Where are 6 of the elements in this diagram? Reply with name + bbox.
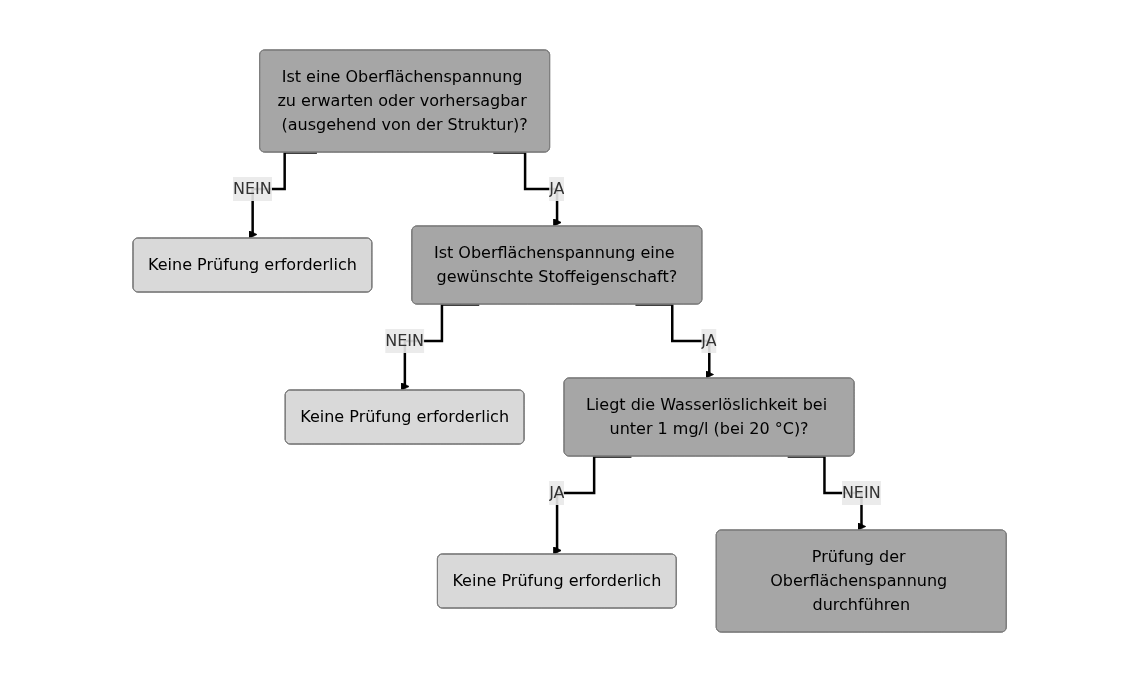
- edge-label: JA: [549, 179, 565, 198]
- edge-label: JA: [701, 331, 717, 350]
- edge-label: NEIN: [385, 331, 424, 350]
- edge-label: NEIN: [232, 179, 272, 198]
- edge-label: NEIN: [841, 483, 881, 502]
- edge-label: JA: [549, 483, 565, 502]
